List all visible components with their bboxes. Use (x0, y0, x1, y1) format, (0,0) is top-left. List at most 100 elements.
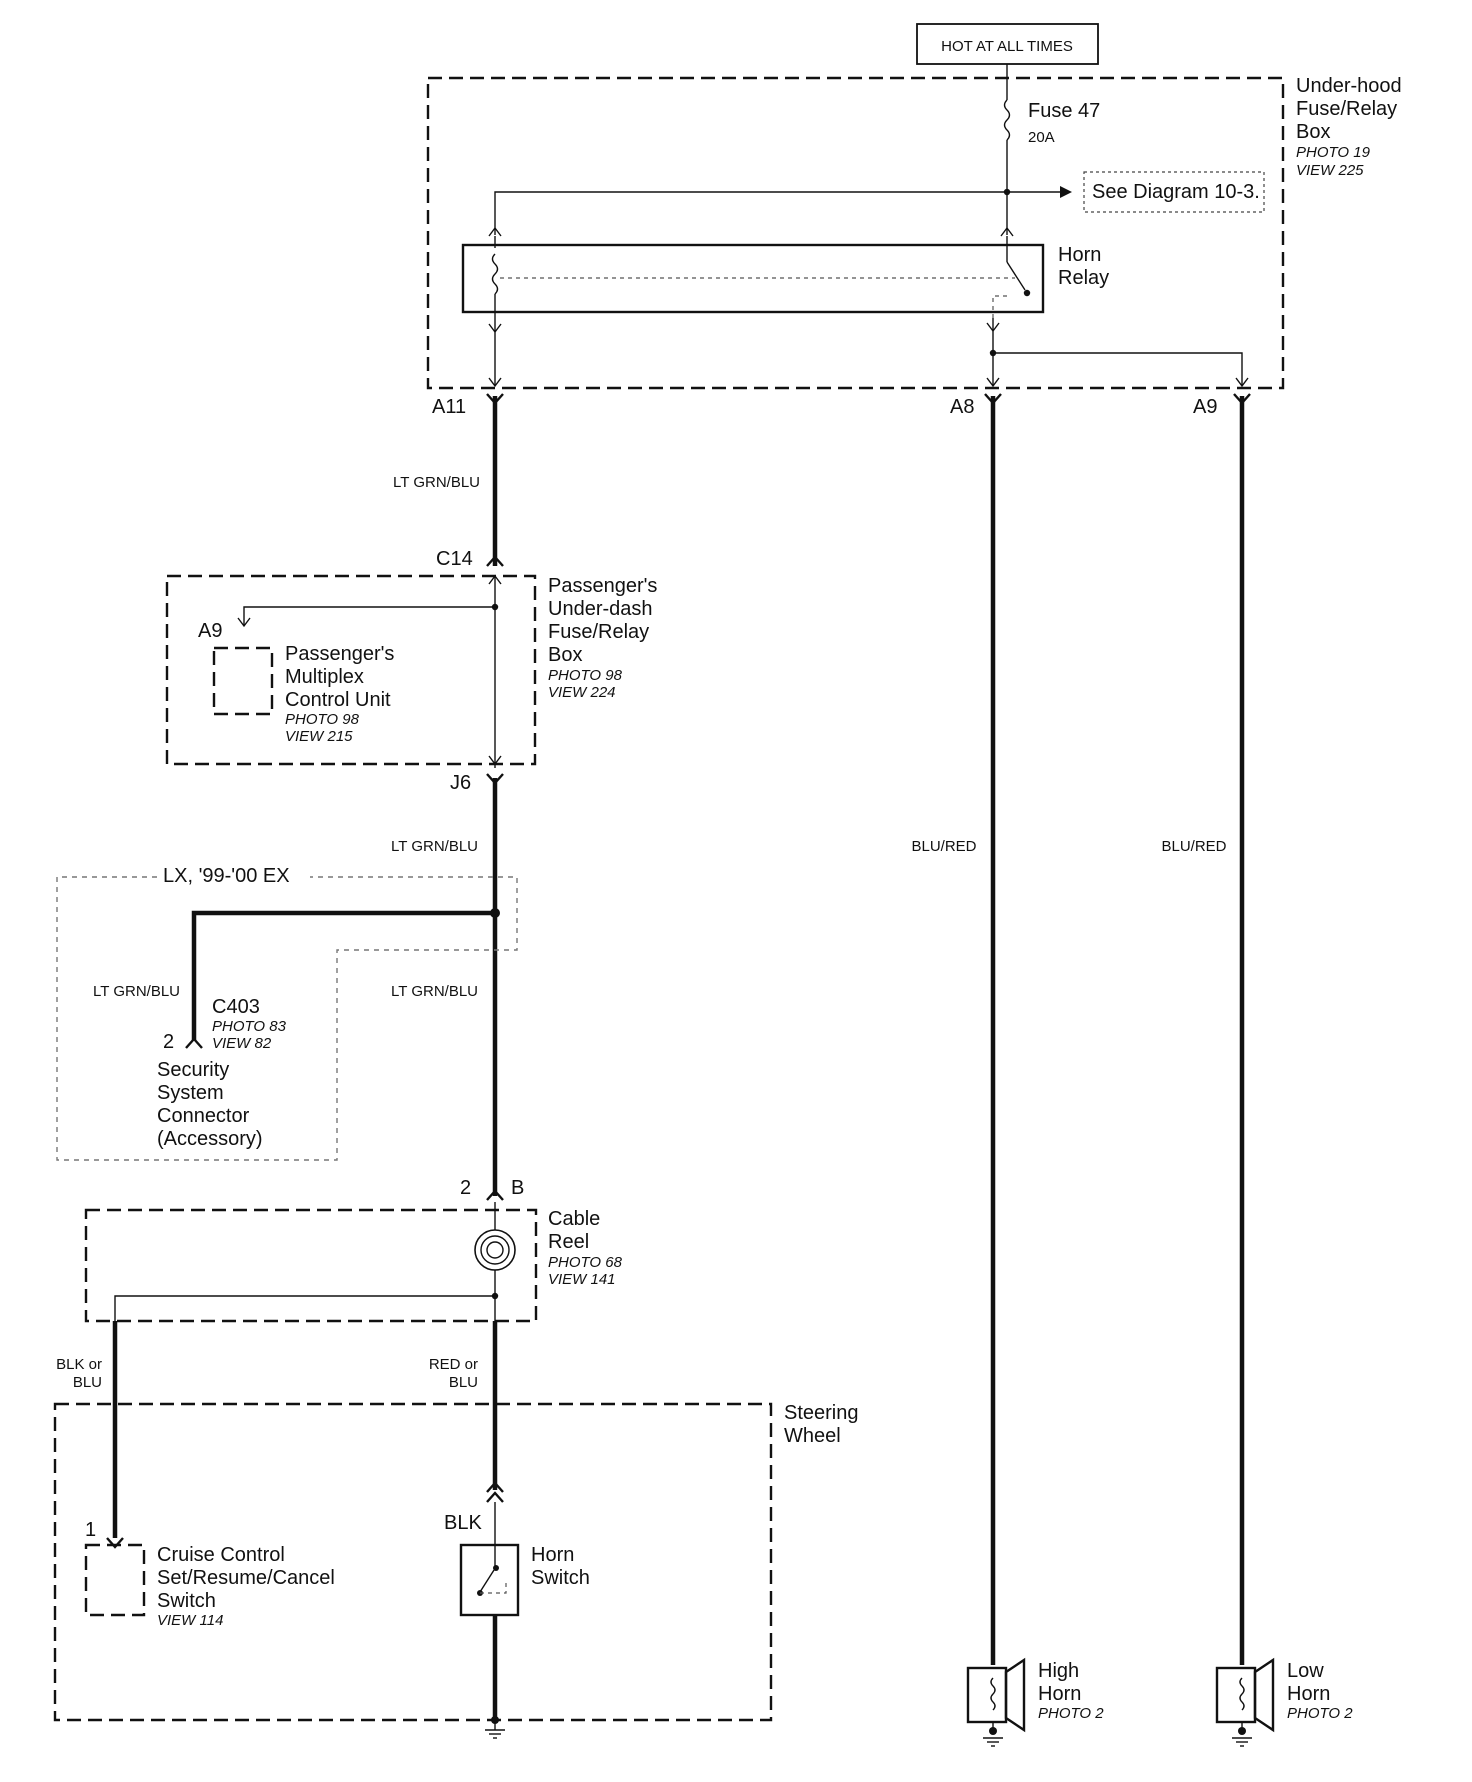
steering-wheel-box (53, 1402, 773, 1722)
horn-switch-connector-icon (486, 1491, 504, 1503)
high-horn-photo: PHOTO 2 (1038, 1705, 1104, 1722)
cruise-pin: 1 (85, 1519, 96, 1541)
wire-j6-color: LT GRN/BLU (391, 838, 478, 855)
connector-j6: J6 (450, 772, 471, 794)
underhood-photo: PHOTO 19 (1296, 144, 1371, 161)
underhood-title-1: Under-hood (1296, 75, 1402, 97)
cruise-title-1: Cruise Control (157, 1544, 285, 1566)
security-title-4: (Accessory) (157, 1128, 263, 1150)
passenger-title-3: Fuse/Relay (548, 621, 649, 643)
fuse-rating: 20A (1028, 129, 1055, 146)
horn-switch (459, 1543, 520, 1617)
high-horn-bell-icon (1004, 1657, 1026, 1733)
high-horn-title-2: Horn (1038, 1683, 1081, 1705)
low-horn-title-2: Horn (1287, 1683, 1330, 1705)
underhood-view: VIEW 225 (1296, 162, 1364, 179)
wire-main-color: LT GRN/BLU (391, 983, 478, 1000)
wire-a11-color: LT GRN/BLU (393, 474, 480, 491)
mcu-pin-a9: A9 (198, 620, 222, 642)
cable-reel-connector-icon (486, 1189, 504, 1201)
cruise-view: VIEW 114 (157, 1612, 223, 1629)
see-diagram-box (1083, 171, 1265, 213)
wire-security-branch (191, 910, 495, 1040)
variant-region-outline (56, 876, 518, 1161)
relay-title-1: Horn (1058, 244, 1101, 266)
high-horn (966, 1657, 1026, 1747)
wire-security-color: LT GRN/BLU (93, 983, 180, 1000)
cruise-connector-icon (106, 1537, 124, 1549)
cable-reel-pin-b: B (511, 1177, 524, 1199)
passenger-photo: PHOTO 98 (548, 667, 623, 684)
security-title-1: Security (157, 1059, 229, 1081)
variant-label: LX, '99-'00 EX (163, 865, 290, 887)
fuse-name: Fuse 47 (1028, 100, 1100, 122)
c403-connector-icon (185, 1037, 203, 1049)
mcu-photo: PHOTO 98 (285, 711, 360, 728)
cruise-title-2: Set/Resume/Cancel (157, 1567, 335, 1589)
low-horn-title-1: Low (1287, 1660, 1324, 1682)
security-title-2: System (157, 1082, 224, 1104)
mcu-title-1: Passenger's (285, 643, 394, 665)
underhood-title-2: Fuse/Relay (1296, 98, 1397, 120)
cable-reel-pin-2: 2 (460, 1177, 471, 1199)
connector-c403: C403 (212, 996, 260, 1018)
wire-high-horn-color: BLU/RED (911, 838, 976, 855)
mcu-view: VIEW 215 (285, 728, 353, 745)
low-horn (1215, 1657, 1275, 1747)
terminal-a9: A9 (1193, 396, 1217, 418)
underhood-title-3: Box (1296, 121, 1330, 143)
steering-title-2: Wheel (784, 1425, 841, 1447)
passenger-title-2: Under-dash (548, 598, 653, 620)
terminal-a8: A8 (950, 396, 974, 418)
wire-low-horn-color: BLU/RED (1161, 838, 1226, 855)
underhood-fuse-relay-box (426, 76, 1285, 390)
horn-switch-wire-color: BLK (444, 1512, 482, 1534)
cruise-title-3: Switch (157, 1590, 216, 1612)
a9-internal-line (993, 352, 1243, 385)
relay-in-connector-left (488, 226, 502, 237)
c403-pin: 2 (163, 1031, 174, 1053)
cable-reel-box (84, 1208, 538, 1323)
fuse-47-symbol (1003, 99, 1011, 141)
passenger-view: VIEW 224 (548, 684, 616, 701)
security-title-3: Connector (157, 1105, 250, 1127)
c403-photo: PHOTO 83 (212, 1018, 287, 1035)
cruise-control-switch (84, 1543, 146, 1617)
power-label: HOT AT ALL TIMES (941, 38, 1073, 55)
see-diagram-arrow-icon (1060, 186, 1072, 198)
low-horn-bell-icon (1253, 1657, 1275, 1733)
low-horn-photo: PHOTO 2 (1287, 1705, 1353, 1722)
mcu-arrow-icon (237, 617, 251, 628)
relay-in-connector-right (1000, 226, 1014, 237)
steering-title-1: Steering (784, 1402, 859, 1424)
passenger-title-4: Box (548, 644, 582, 666)
connector-c14: C14 (436, 548, 473, 570)
mcu-title-2: Multiplex (285, 666, 364, 688)
multiplex-control-unit (212, 646, 274, 716)
relay-switch-arm (1006, 261, 1026, 291)
cable-reel-view: VIEW 141 (548, 1271, 616, 1288)
horn-switch-title-1: Horn (531, 1544, 574, 1566)
relay-coil-supply-line (494, 191, 1007, 235)
horn-switch-title-2: Switch (531, 1567, 590, 1589)
c403-view: VIEW 82 (212, 1035, 272, 1052)
mcu-feed-line (243, 606, 495, 625)
wire-horn-feed-color-2: BLU (449, 1374, 478, 1391)
c14-connector-icon (486, 555, 504, 567)
relay-switch-output (992, 295, 1010, 318)
cable-reel-cruise-line (114, 1295, 495, 1325)
relay-coil-icon (491, 253, 499, 295)
mcu-title-3: Control Unit (285, 689, 391, 711)
cable-reel-title-1: Cable (548, 1208, 600, 1230)
horn-switch-arm (479, 1569, 495, 1593)
high-horn-title-1: High (1038, 1660, 1079, 1682)
relay-contact-dot (1023, 289, 1031, 297)
passenger-underdash-box (165, 574, 537, 766)
wire-cruise-color-1: BLK or (56, 1356, 102, 1373)
low-horn-coil-icon (1239, 1677, 1245, 1711)
wire-cruise-color-2: BLU (73, 1374, 102, 1391)
high-horn-coil-icon (990, 1677, 996, 1711)
see-diagram-text: See Diagram 10-3. (1092, 181, 1260, 203)
relay-title-2: Relay (1058, 267, 1109, 289)
